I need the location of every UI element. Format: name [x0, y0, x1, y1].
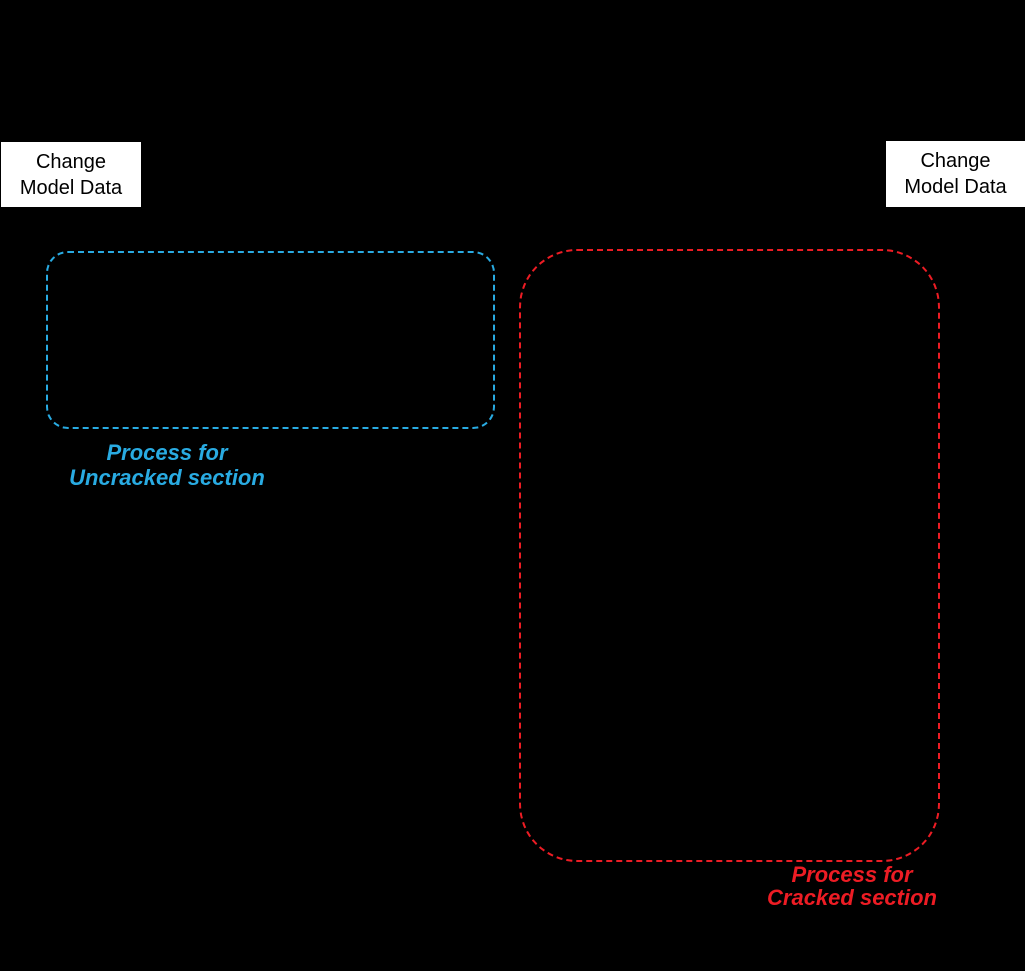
group-outline-cracked-section [519, 249, 940, 862]
group-caption-uncracked-section: Process for Uncracked section [69, 440, 265, 490]
process-node-change-model-data-left: Change Model Data [1, 142, 141, 207]
process-node-change-model-data-right: Change Model Data [886, 141, 1025, 207]
process-node-label: Change Model Data [19, 150, 123, 199]
group-caption-cracked-section: Process for Cracked section [767, 862, 937, 910]
group-outline-uncracked-section [46, 251, 495, 429]
process-node-label: Change Model Data [904, 150, 1007, 198]
